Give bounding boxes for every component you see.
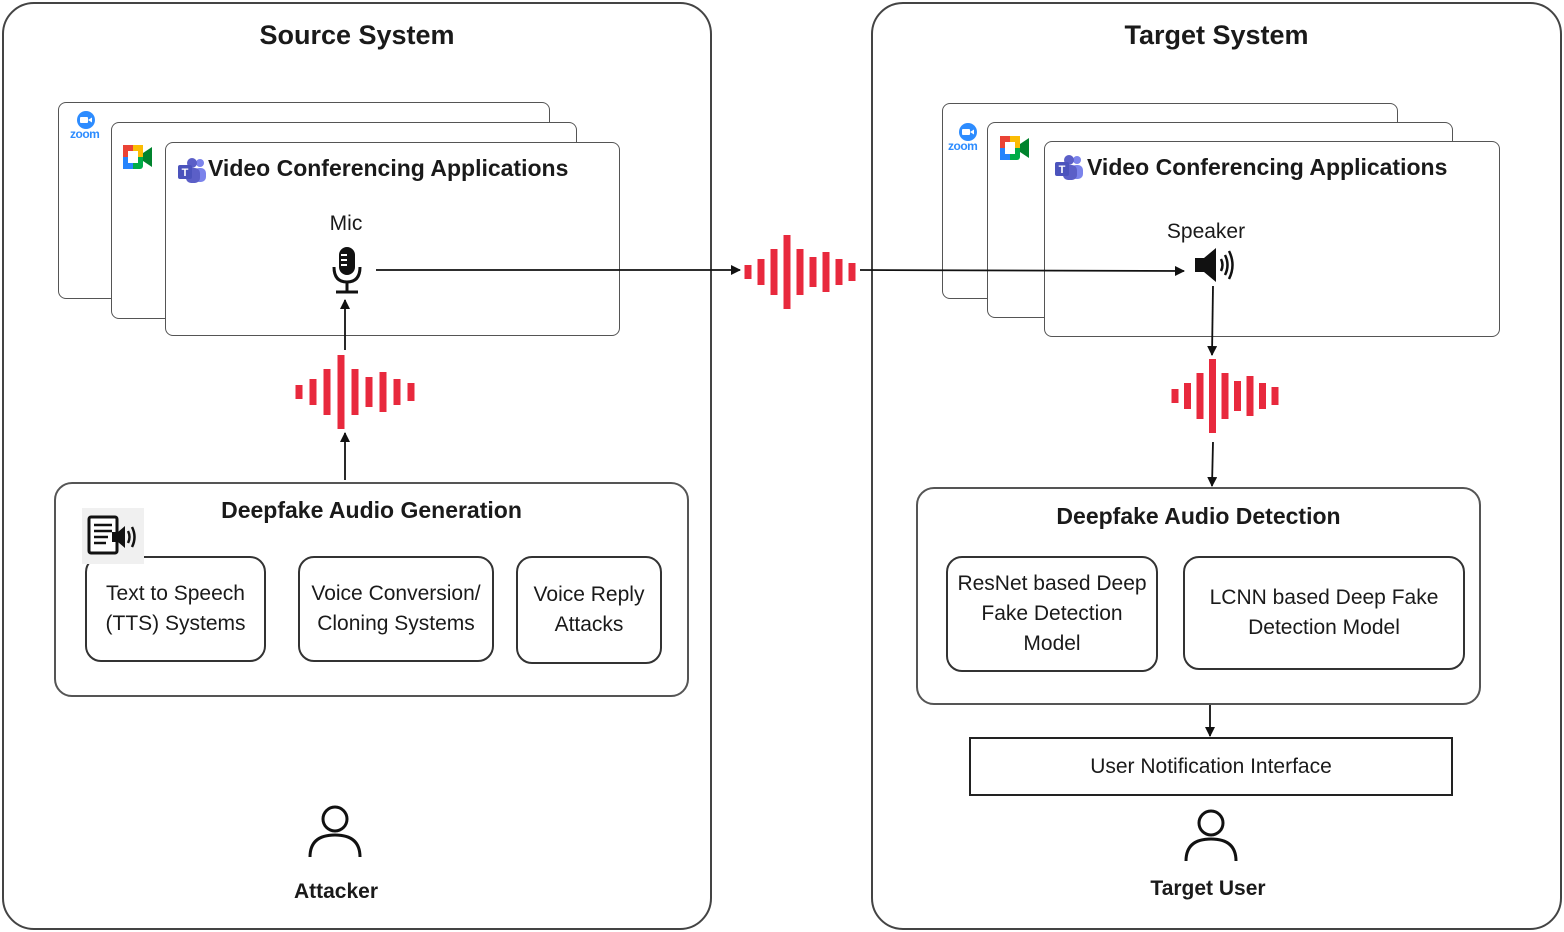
waveform-bar (295, 385, 303, 399)
detection-title: Deepfake Audio Detection (1056, 503, 1341, 529)
source-google-meet-icon (122, 144, 154, 172)
arrow-wave-to-detection (1207, 441, 1218, 487)
waveform-bar (783, 235, 791, 309)
attacker-label: Attacker (293, 880, 379, 903)
waveform-bar (365, 377, 373, 407)
waveform-bar (393, 379, 401, 405)
target-zoom-logo-text: zoom (948, 139, 978, 153)
waveform-bar (835, 259, 843, 285)
lcnn-box: LCNN based Deep Fake Detection Model (1183, 556, 1465, 670)
waveform-bar (796, 249, 804, 295)
arrow-wave-to-speaker (859, 265, 1185, 276)
target-google-meet-icon (999, 135, 1031, 163)
waveform-bar (809, 257, 817, 287)
waveform-bar (848, 263, 856, 281)
voice-reply-box: Voice Reply Attacks (516, 556, 662, 664)
target-zoom-icon: zoom (948, 122, 988, 156)
waveform-bar (1184, 383, 1191, 409)
waveform-bar (407, 383, 415, 401)
waveform-bar (744, 265, 752, 279)
voice-conversion-box: Voice Conversion/ Cloning Systems (298, 556, 494, 662)
source-zoom-icon: zoom (66, 110, 106, 144)
source-zoom-logo-text: zoom (70, 127, 100, 141)
svg-text:T: T (1059, 164, 1066, 176)
speaker-icon (1192, 245, 1242, 285)
target-user-icon (1182, 806, 1240, 864)
microphone-icon (330, 245, 364, 295)
source-system-title: Source System (259, 20, 455, 50)
waveform-bar (757, 259, 765, 285)
speaker-label: Speaker (1166, 220, 1246, 243)
waveform-bar (770, 249, 778, 295)
target-user-label: Target User (1150, 877, 1266, 900)
resnet-box: ResNet based Deep Fake Detection Model (946, 556, 1158, 672)
waveform-bar (1271, 387, 1279, 405)
target-teams-icon: T (1054, 154, 1084, 182)
waveform-bar (1209, 359, 1216, 433)
mic-label: Mic (329, 212, 363, 235)
arrow-speaker-to-wave (1207, 285, 1218, 356)
source-teams-card (165, 142, 620, 336)
waveform-bar (1171, 389, 1179, 403)
waveform-icon (1171, 359, 1279, 433)
source-app-title: Video Conferencing Applications (208, 155, 569, 181)
waveform-bar (351, 369, 359, 415)
generation-title: Deepfake Audio Generation (221, 497, 522, 523)
waveform-icon (295, 355, 415, 429)
waveform-bar (379, 372, 387, 412)
waveform-bar (309, 379, 317, 405)
target-system-title: Target System (1124, 20, 1309, 50)
target-app-title: Video Conferencing Applications (1087, 154, 1448, 180)
tts-icon (82, 508, 144, 564)
waveform-bar (1221, 373, 1229, 419)
waveform-bar (1246, 376, 1254, 416)
waveform-bar (337, 355, 345, 429)
source-teams-icon: T (177, 157, 207, 185)
waveform-icon (744, 235, 856, 309)
waveform-bar (1259, 383, 1266, 409)
waveform-bar (822, 252, 830, 292)
tts-box: Text to Speech (TTS) Systems (85, 556, 266, 662)
target-teams-card (1044, 141, 1500, 337)
attacker-user-icon (306, 802, 364, 860)
notification-interface-box: User Notification Interface (969, 737, 1453, 796)
waveform-bar (1196, 373, 1204, 419)
waveform-bar (323, 369, 331, 415)
notification-interface-label: User Notification Interface (1090, 754, 1332, 778)
waveform-bar (1234, 381, 1241, 411)
svg-text:T: T (182, 167, 189, 179)
